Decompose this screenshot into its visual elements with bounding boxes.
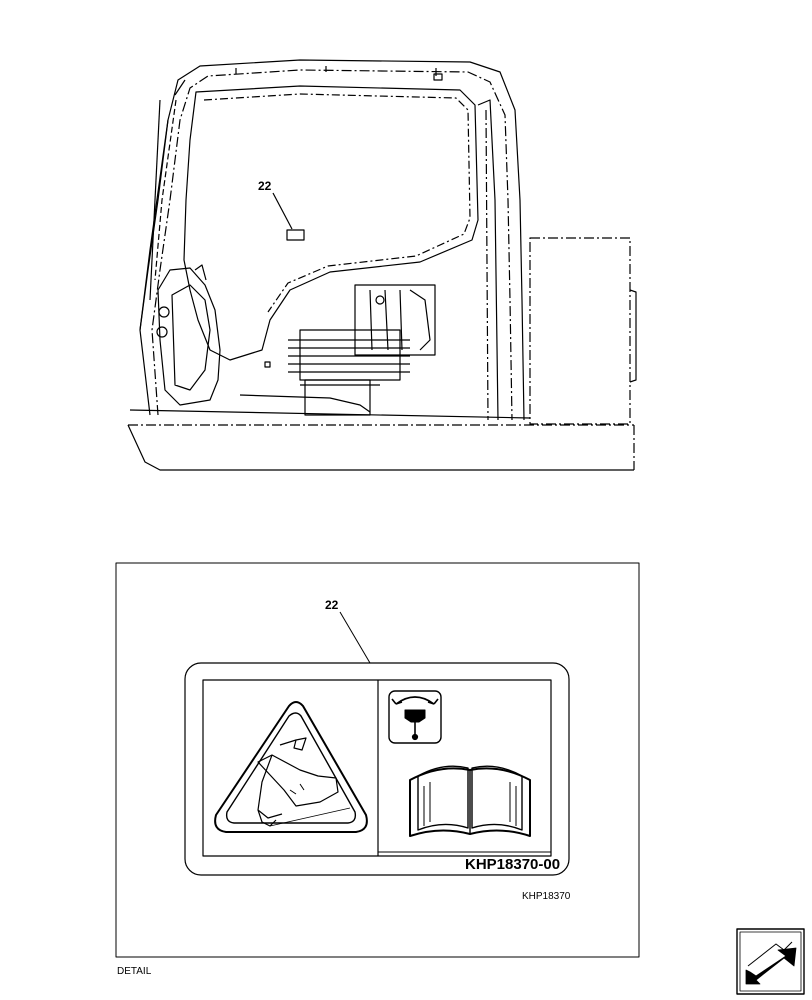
detail-frame: [115, 562, 640, 958]
arrow-next-icon[interactable]: [736, 928, 805, 995]
operator-manual-icon: [409, 765, 531, 837]
detail-caption: DETAIL: [117, 966, 152, 977]
decal-part-code: KHP18370-00: [465, 856, 560, 873]
cab-illustration: [127, 59, 637, 471]
decal-marker: [286, 229, 305, 241]
control-lever-icon: [388, 690, 442, 744]
decal-outline: [184, 662, 570, 876]
callout-22-detail: 22: [325, 598, 339, 612]
callout-22-upper: 22: [258, 179, 272, 193]
warning-triangle-icon: [214, 701, 368, 833]
figure-reference: KHP18370: [522, 891, 571, 902]
